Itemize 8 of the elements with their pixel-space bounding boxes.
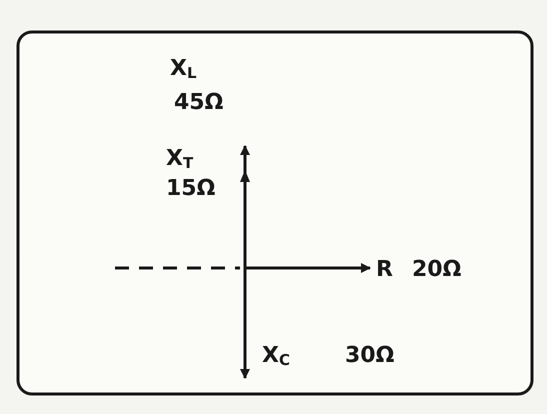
vector-label: X$_{T}$: [166, 148, 194, 171]
value-label: 15Ω: [166, 178, 216, 200]
value-label: 45Ω: [174, 92, 224, 114]
vector-label: X$_{L}$: [170, 58, 197, 81]
vector-label: X$_{C}$: [262, 345, 290, 368]
vector-label: R: [376, 259, 393, 281]
value-label: 20Ω: [412, 259, 462, 281]
value-label: 30Ω: [345, 345, 394, 367]
